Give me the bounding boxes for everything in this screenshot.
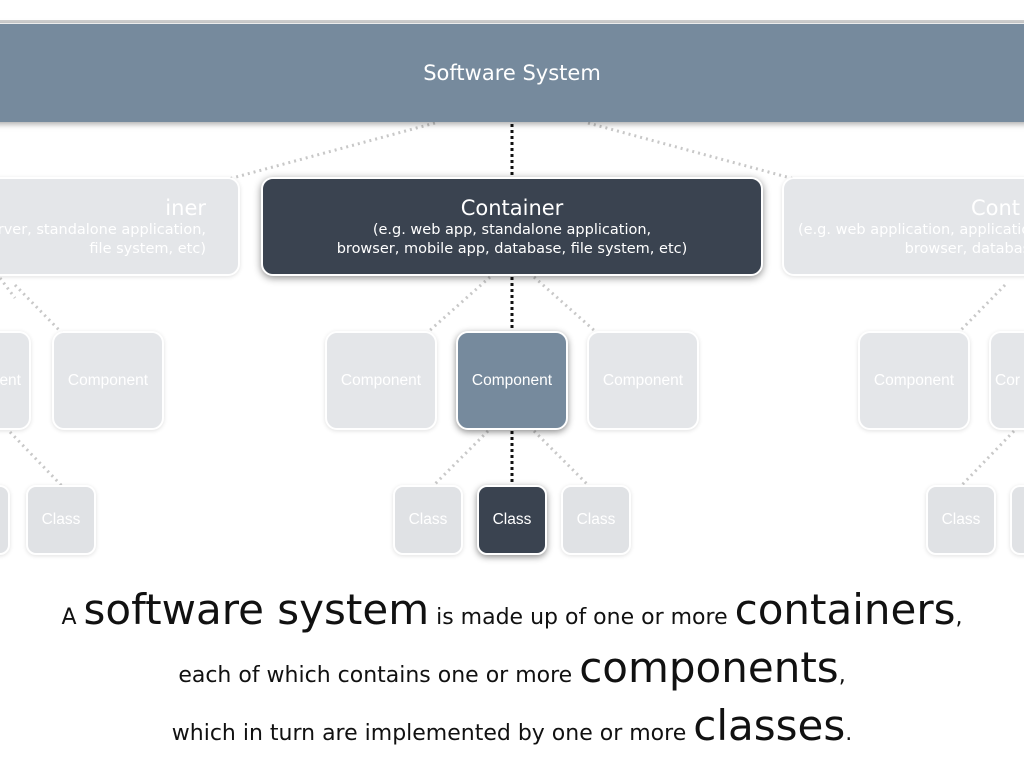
class-label: Class bbox=[941, 511, 981, 528]
component-label: Component bbox=[873, 371, 955, 389]
software-system-box[interactable]: Software System bbox=[0, 24, 1024, 122]
caption-emphasis-components: components bbox=[579, 643, 839, 692]
connector-right-comp-class bbox=[958, 429, 1016, 489]
connector-system-left-container bbox=[224, 121, 436, 182]
component-left-partial-label: ent bbox=[0, 371, 21, 389]
class-box-left-partial[interactable] bbox=[0, 485, 10, 555]
class-box-right[interactable]: Class bbox=[926, 485, 996, 555]
component-label: Component bbox=[471, 371, 553, 389]
component-box-left[interactable]: Component bbox=[52, 331, 164, 430]
component-box-sibling-right[interactable]: Component bbox=[587, 331, 699, 430]
caption-text: each of which contains one or more bbox=[178, 663, 573, 688]
class-box-focus[interactable]: Class bbox=[477, 485, 547, 555]
container-box-left-faded[interactable]: iner rver, standalone application, file … bbox=[0, 177, 240, 276]
connector-container-comp-right bbox=[533, 275, 597, 334]
container-right-title: Cont bbox=[970, 195, 1020, 220]
container-left-title: iner bbox=[165, 195, 206, 220]
container-box-right-faded[interactable]: Cont (e.g. web application, applicatio b… bbox=[782, 177, 1024, 276]
component-right-partial-label: Cor bbox=[995, 371, 1020, 389]
caption-text: is made up of one or more bbox=[436, 605, 728, 630]
container-box-focus[interactable]: Container (e.g. web app, standalone appl… bbox=[261, 177, 763, 276]
component-box-right[interactable]: Component bbox=[858, 331, 970, 430]
component-box-sibling-left[interactable]: Component bbox=[325, 331, 437, 430]
class-box-left[interactable]: Class bbox=[26, 485, 96, 555]
caption-text: A bbox=[61, 605, 77, 630]
component-box-left-partial[interactable]: ent bbox=[0, 331, 31, 430]
connector-left-comp-class bbox=[8, 430, 64, 488]
caption-punctuation: , bbox=[955, 605, 963, 630]
class-label: Class bbox=[492, 511, 532, 528]
caption-emphasis-classes: classes bbox=[693, 701, 846, 750]
container-left-subtitle: rver, standalone application, file syste… bbox=[0, 221, 206, 257]
connector-left-container-comp-b bbox=[13, 283, 64, 335]
class-label: Class bbox=[41, 511, 81, 528]
component-box-focus[interactable]: Component bbox=[456, 331, 568, 430]
connector-system-right-container bbox=[587, 121, 799, 182]
connector-container-comp-left bbox=[427, 275, 491, 334]
component-label: Component bbox=[67, 371, 149, 389]
container-right-subtitle: (e.g. web application, applicatio browse… bbox=[798, 221, 1024, 257]
class-box-sibling-left[interactable]: Class bbox=[393, 485, 463, 555]
connector-comp-class-left bbox=[430, 429, 490, 489]
container-subtitle: (e.g. web app, standalone application, b… bbox=[336, 221, 688, 257]
connector-left-container-comp-a bbox=[0, 277, 17, 299]
class-box-right-partial[interactable] bbox=[1010, 485, 1024, 555]
caption-emphasis-software-system: software system bbox=[83, 585, 430, 634]
caption-line-3: which in turn are implemented by one or … bbox=[0, 701, 1024, 750]
container-title: Container bbox=[460, 195, 564, 220]
class-box-sibling-right[interactable]: Class bbox=[561, 485, 631, 555]
caption-emphasis-containers: containers bbox=[734, 585, 956, 634]
component-label: Component bbox=[602, 371, 684, 389]
software-system-label: Software System bbox=[423, 61, 601, 85]
caption-punctuation: , bbox=[838, 663, 846, 688]
caption-text: which in turn are implemented by one or … bbox=[171, 721, 687, 746]
top-divider bbox=[0, 20, 1024, 23]
connector-right-container-comp bbox=[958, 283, 1007, 333]
connector-comp-class-right bbox=[532, 429, 592, 489]
component-label: Component bbox=[340, 371, 422, 389]
caption-punctuation: . bbox=[845, 721, 853, 746]
class-label: Class bbox=[576, 511, 616, 528]
caption-line-1: A software system is made up of one or m… bbox=[0, 585, 1024, 634]
caption-line-2: each of which contains one or more compo… bbox=[0, 643, 1024, 692]
class-label: Class bbox=[408, 511, 448, 528]
component-box-right-partial[interactable]: Cor bbox=[989, 331, 1024, 430]
